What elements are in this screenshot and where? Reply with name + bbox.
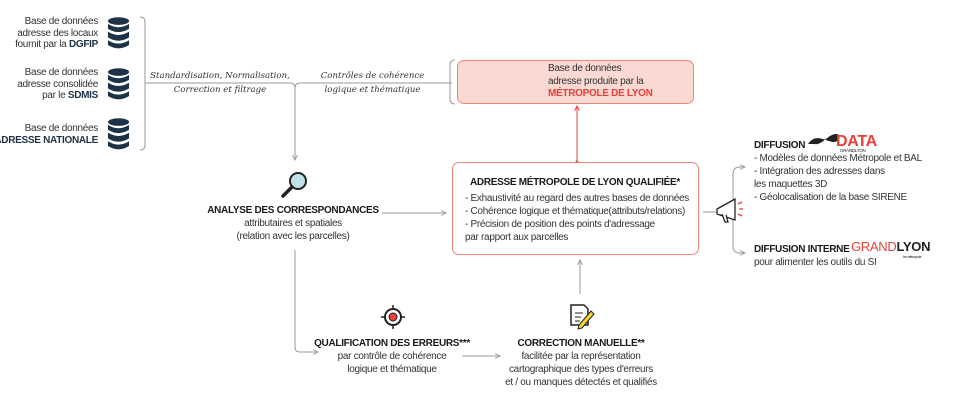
db-name: MÉTROPOLE DE LYON: [548, 88, 653, 99]
metropole-database-text: Base de données adresse produite par la …: [548, 63, 653, 101]
source-line: Base de données: [24, 16, 99, 27]
pencil-document-icon: [570, 304, 595, 330]
diffusion-block: DIFFUSION - Modèles de données Métropole…: [754, 139, 922, 204]
correction-line: et / ou manques détectés et qualifiés: [505, 377, 657, 388]
source-name: SDMIS: [67, 90, 98, 101]
source-line: par le: [42, 90, 68, 101]
qualified-title: ADRESSE MÉTROPOLE DE LYON QUALIFIÉE*: [470, 177, 680, 188]
grandlyon-logo: GRANDLYON la métropole: [851, 239, 930, 259]
diffusion-item: les maquettes 3D: [754, 179, 828, 190]
db-line: adresse produite par la: [548, 75, 644, 87]
diffusion-item: - Intégration des adresses dans: [754, 166, 885, 177]
database-icon: [107, 118, 130, 150]
megaphone-icon: [716, 197, 743, 223]
diffusion-interne-title: DIFFUSION INTERNE: [754, 244, 850, 255]
svg-text:GRANDLYON: GRANDLYON: [851, 239, 930, 254]
correction-line: facilitée par la représentation: [521, 351, 641, 362]
source-name: DGFIP: [68, 39, 98, 50]
diffusion-item: - Géolocalisation de la base SIRENE: [754, 192, 907, 203]
source-nationale: Base de données ADRESSE NATIONALE: [0, 123, 98, 146]
svg-text:DATA: DATA: [836, 133, 878, 150]
source-line: adresse consolidée: [17, 78, 98, 90]
correction-title: CORRECTION MANUELLE**: [517, 338, 645, 349]
qualified-item: - Cohérence logique et thématique(attrib…: [465, 206, 686, 217]
source-line: Base de données: [24, 67, 99, 78]
diffusion-item: - Modèles de données Métropole et BAL: [754, 153, 922, 164]
qualified-item: - Exhaustivité au regard des autres base…: [465, 193, 689, 204]
label-line: logique et thématique: [324, 85, 421, 95]
data-grandlyon-logo: DATA GRANDLYON: [808, 133, 878, 153]
svg-text:GRANDLYON: GRANDLYON: [840, 148, 866, 153]
diffusion-interne-line: pour alimenter les outils du SI: [754, 257, 877, 268]
label-line: Contrôles de cohérence: [320, 71, 425, 81]
magnifier-icon: [281, 172, 307, 198]
standardisation-label: Standardisation, Normalisation, Correcti…: [150, 69, 290, 97]
qualified-address-box: [452, 162, 699, 255]
qualification-line: logique et thématique: [347, 364, 437, 375]
source-line: Base de données: [24, 123, 99, 134]
metropole-database-box: [457, 60, 694, 104]
svg-text:la métropole: la métropole: [903, 254, 922, 259]
qualified-item: - Précision de position des points d'adr…: [465, 219, 655, 230]
db-line: Base de données: [548, 63, 622, 74]
target-icon: [381, 305, 405, 329]
database-icon: [107, 68, 130, 100]
analyse-block: ANALYSE DES CORRESPONDANCES attributaire…: [193, 204, 393, 243]
database-icon: [107, 17, 130, 49]
source-dgfip: Base de données adresse des locaux fourn…: [0, 16, 98, 51]
diffusion-interne-block: DIFFUSION INTERNE pour alimenter les out…: [754, 243, 877, 269]
source-sdmis: Base de données adresse consolidée par l…: [0, 67, 98, 102]
qualified-item: par rapport aux parcelles: [465, 232, 569, 243]
diffusion-title: DIFFUSION: [754, 140, 806, 151]
label-line: Correction et filtrage: [173, 85, 267, 95]
correction-line: cartographique des types d'erreurs: [508, 364, 654, 375]
source-line: adresse des locaux: [17, 27, 98, 39]
source-name: ADRESSE NATIONALE: [0, 134, 98, 146]
qualification-title: QUALIFICATION DES ERREURS***: [314, 338, 470, 349]
qualification-line: par contrôle de cohérence: [337, 351, 447, 362]
qualified-list: - Exhaustivité au regard des autres base…: [465, 192, 689, 244]
analyse-line: attributaires et spatiales: [244, 218, 342, 229]
qualification-block: QUALIFICATION DES ERREURS*** par contrôl…: [302, 337, 482, 376]
correction-block: CORRECTION MANUELLE** facilitée par la r…: [491, 337, 671, 389]
controles-label: Contrôles de cohérence logique et thémat…: [305, 69, 440, 97]
analyse-line: (relation avec les parcelles): [236, 231, 350, 242]
source-line: fournit par la: [15, 39, 69, 50]
database-icons: [107, 17, 130, 150]
analyse-title: ANALYSE DES CORRESPONDANCES: [207, 205, 379, 216]
label-line: Standardisation, Normalisation,: [150, 71, 290, 81]
